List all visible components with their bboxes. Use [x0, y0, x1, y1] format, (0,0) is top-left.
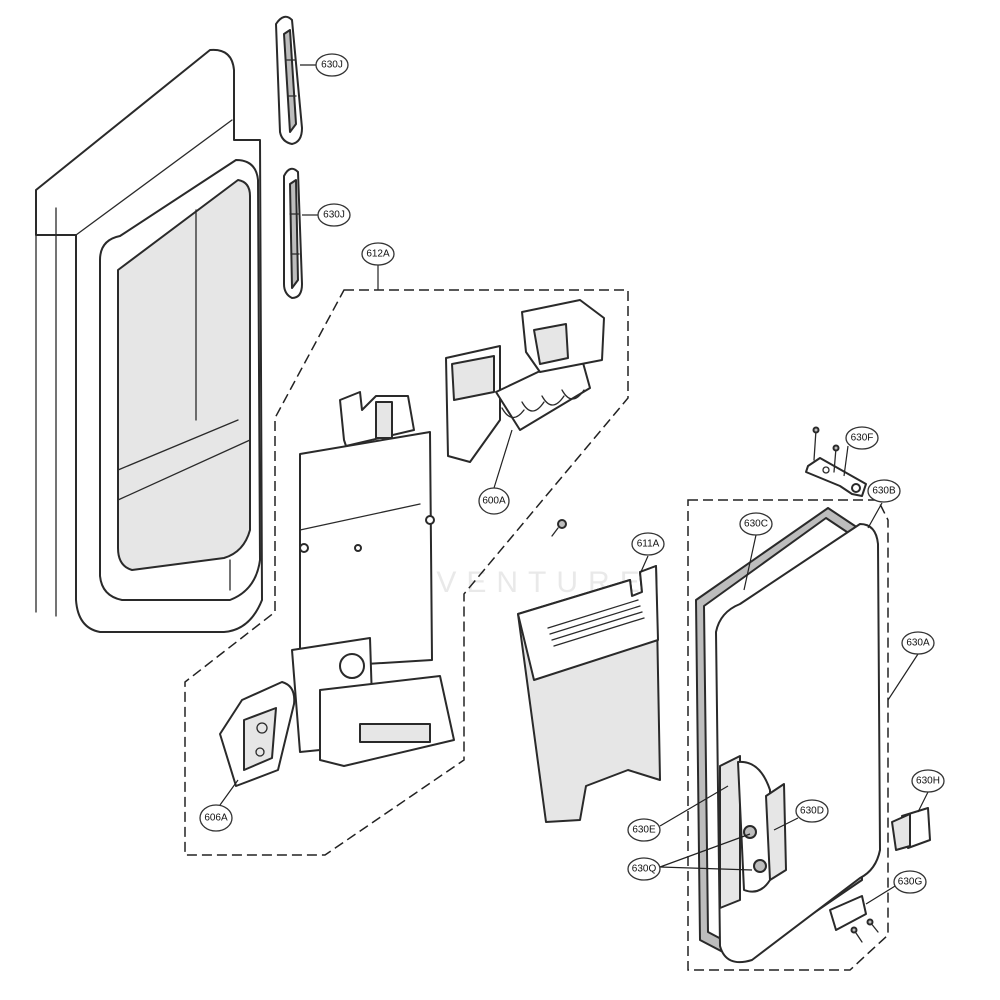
callout-label: 630H — [916, 776, 940, 787]
callout-630h: 630H — [911, 769, 945, 793]
callout-630f: 630F — [845, 426, 879, 450]
callout-label: 630E — [632, 825, 656, 836]
callout-606a: 606A — [199, 804, 233, 832]
callout-label: 630D — [800, 806, 824, 817]
door-frame — [35, 48, 263, 633]
callout-630e: 630E — [627, 818, 661, 842]
icemaker-unit — [445, 299, 605, 463]
callout-630j-upper: 630J — [315, 53, 349, 77]
callout-label: 630G — [898, 877, 923, 888]
part-606a — [219, 681, 296, 787]
callout-label: 630Q — [632, 864, 657, 875]
part-630h — [891, 807, 931, 851]
callout-630g: 630G — [893, 870, 927, 894]
callout-630d: 630D — [795, 799, 829, 823]
callout-630a: 630A — [901, 631, 935, 655]
hinge-cover-lower — [283, 167, 303, 299]
callout-label: 612A — [366, 249, 390, 260]
callout-630c: 630C — [739, 512, 773, 536]
callout-label: 606A — [204, 813, 228, 824]
screw — [551, 519, 567, 537]
hinge-cover-upper — [275, 15, 303, 145]
callout-label: 630A — [906, 638, 930, 649]
callout-label: 630B — [872, 486, 896, 497]
callout-630j-lower: 630J — [317, 203, 351, 227]
icemaker-bracket — [291, 391, 455, 767]
chute-cover — [517, 565, 661, 823]
callout-label: 630J — [323, 210, 345, 221]
hinge-bracket — [805, 426, 867, 497]
callout-label: 630J — [321, 60, 343, 71]
callout-612a: 612A — [361, 242, 395, 266]
callout-label: 611A — [637, 539, 660, 550]
callout-600a: 600A — [478, 487, 510, 515]
callout-630q: 630Q — [627, 857, 661, 881]
callout-611a: 611A — [631, 532, 665, 556]
callout-label: 630C — [744, 519, 768, 530]
callout-630b: 630B — [867, 479, 901, 503]
part-630g — [829, 895, 879, 943]
assembly-612a-boundary — [184, 289, 629, 856]
callout-label: 600A — [482, 496, 506, 507]
leader-lines — [219, 64, 929, 905]
callout-label: 630F — [851, 433, 874, 444]
